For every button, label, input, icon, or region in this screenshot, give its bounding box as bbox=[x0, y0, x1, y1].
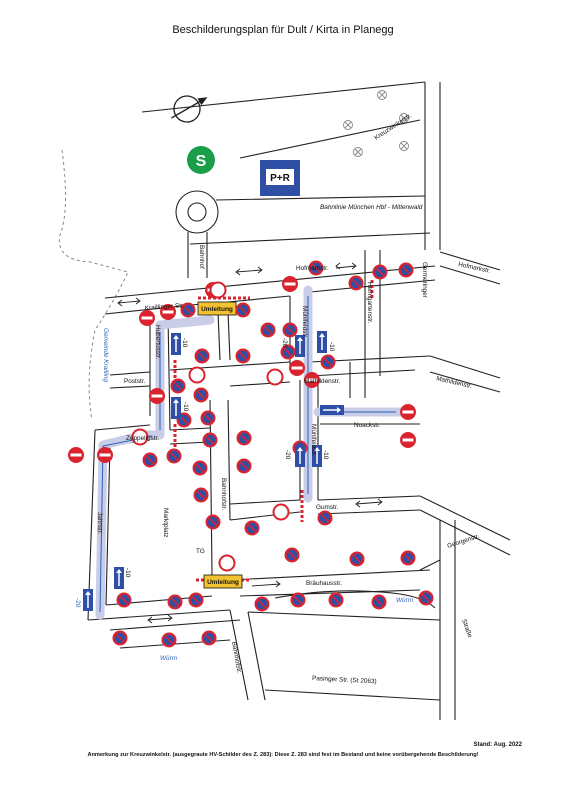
svg-text:-10: -10 bbox=[322, 450, 329, 460]
svg-text:Umleitung: Umleitung bbox=[201, 306, 233, 313]
svg-text:S: S bbox=[196, 153, 207, 170]
svg-text:Jahnstr.: Jahnstr. bbox=[96, 512, 103, 535]
svg-text:Bahnlinie München Hbf - Mitten: Bahnlinie München Hbf - Mittenwald bbox=[320, 204, 423, 211]
svg-text:Kreuzwinkelstr.: Kreuzwinkelstr. bbox=[373, 112, 413, 141]
svg-text:Heimgartenstr.: Heimgartenstr. bbox=[366, 282, 373, 324]
svg-text:-20: -20 bbox=[284, 450, 291, 460]
svg-text:Hubertusstr.: Hubertusstr. bbox=[154, 325, 161, 360]
svg-text:Straße: Straße bbox=[460, 618, 473, 639]
svg-text:Mathildenstr.: Mathildenstr. bbox=[304, 378, 340, 385]
svg-text:Mühlfeldstr.: Mühlfeldstr. bbox=[310, 424, 317, 457]
sbahn-icon: S bbox=[187, 146, 215, 174]
stand-date: Stand: Aug. 2022 bbox=[473, 742, 522, 748]
svg-text:Marktplatz: Marktplatz bbox=[162, 508, 169, 537]
svg-text:Germeringer: Germeringer bbox=[421, 262, 428, 299]
svg-text:-20: -20 bbox=[74, 598, 81, 608]
no-parking-sign bbox=[111, 259, 435, 649]
map-title: Beschilderungsplan für Dult / Kirta in P… bbox=[172, 24, 394, 36]
svg-text:TG: TG bbox=[196, 548, 205, 555]
svg-text:Gumstr.: Gumstr. bbox=[316, 504, 339, 511]
svg-text:Hofmarkstr.: Hofmarkstr. bbox=[296, 265, 329, 272]
svg-text:-20: -20 bbox=[281, 338, 288, 348]
signage-map: S P+R Umleitung Umleitung bbox=[58, 81, 511, 720]
svg-text:Würm: Würm bbox=[160, 655, 178, 662]
svg-text:-10: -10 bbox=[181, 338, 188, 348]
svg-text:Georgenstr.: Georgenstr. bbox=[446, 533, 480, 550]
footer-note: Anmerkung zur Kreuzwinkelstr. (ausgegrau… bbox=[87, 752, 479, 758]
svg-text:Bahnhof: Bahnhof bbox=[198, 245, 205, 269]
svg-text:Bräuhausstr.: Bräuhausstr. bbox=[306, 580, 342, 587]
svg-text:Pasinger Str. (St 2063): Pasinger Str. (St 2063) bbox=[312, 675, 377, 685]
detour-sign: Umleitung bbox=[197, 301, 237, 316]
svg-text:Zeppelinstr.: Zeppelinstr. bbox=[126, 435, 159, 442]
svg-text:Umleitung: Umleitung bbox=[207, 579, 239, 586]
svg-text:P+R: P+R bbox=[270, 173, 291, 184]
svg-text:-10: -10 bbox=[328, 342, 335, 352]
north-arrow-icon bbox=[171, 95, 208, 123]
detour-sign: Umleitung bbox=[203, 574, 243, 589]
park-and-ride-icon: P+R bbox=[260, 160, 300, 196]
svg-text:Gemeinde Krailling: Gemeinde Krailling bbox=[102, 328, 109, 382]
svg-text:Bahnhofstr.: Bahnhofstr. bbox=[220, 478, 227, 511]
svg-text:Bahnhofstr.: Bahnhofstr. bbox=[230, 641, 243, 674]
svg-text:Noackstr.: Noackstr. bbox=[354, 422, 381, 429]
svg-text:-10: -10 bbox=[182, 402, 189, 412]
svg-text:Mathildenstr.: Mathildenstr. bbox=[436, 375, 473, 390]
svg-text:Würm: Würm bbox=[396, 597, 414, 604]
svg-text:Kraillinger Str.: Kraillinger Str. bbox=[145, 302, 185, 312]
svg-text:Mühlfeldstr.: Mühlfeldstr. bbox=[301, 306, 308, 339]
svg-text:-10: -10 bbox=[124, 568, 131, 578]
svg-text:Poststr.: Poststr. bbox=[124, 378, 146, 385]
